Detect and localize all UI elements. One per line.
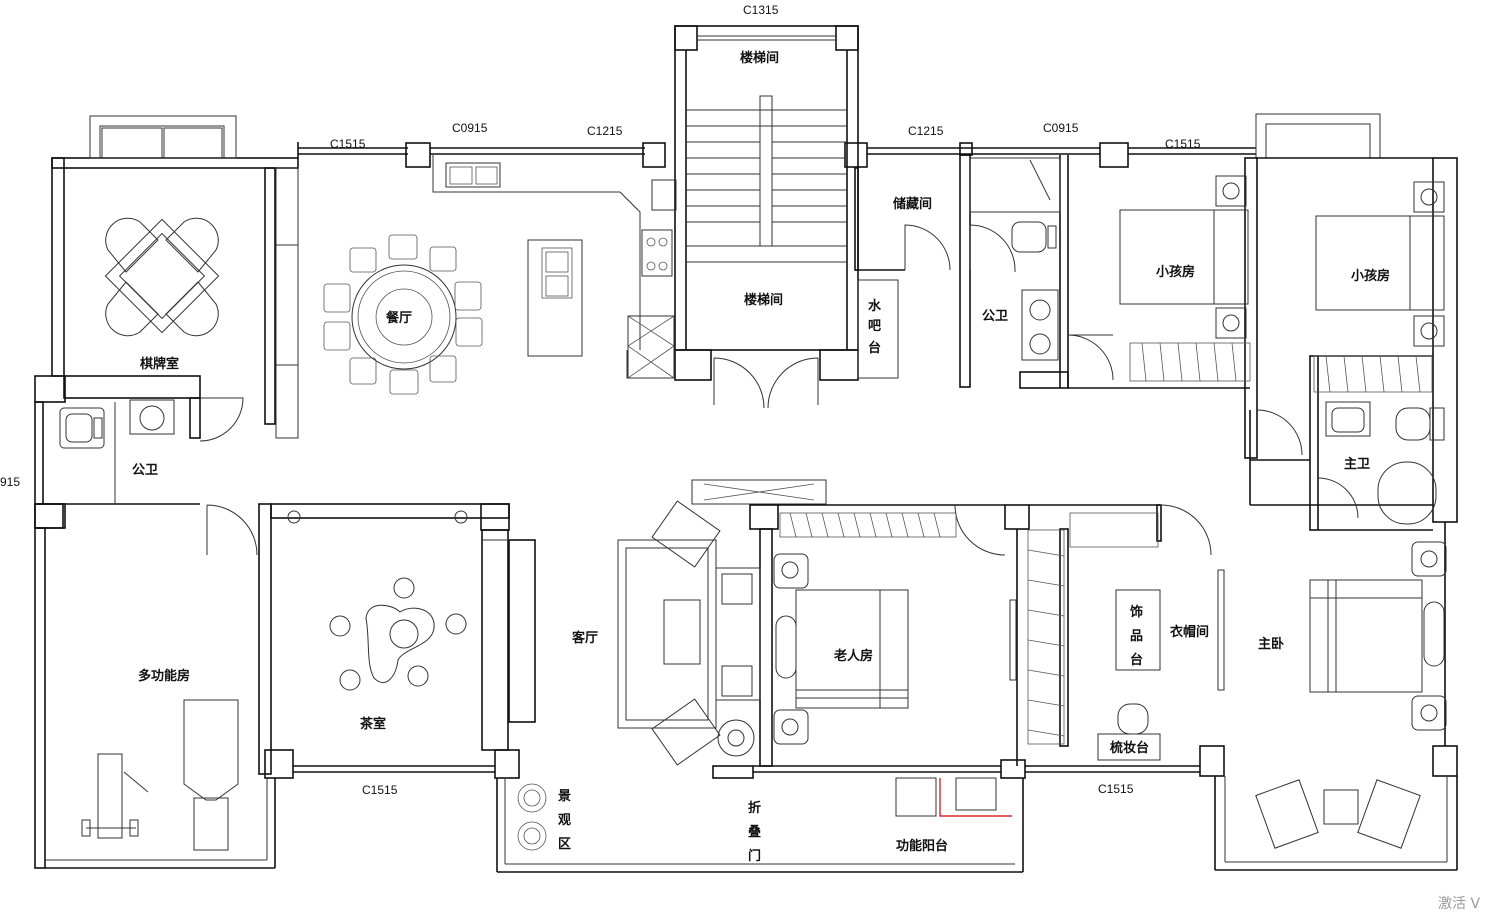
kids-beds [1119,175,1445,347]
label-landscape-1: 景 [558,789,571,804]
stairs [686,95,847,263]
master-bath-fixtures [1325,401,1445,525]
label-multi-room: 多功能房 [138,668,190,684]
window-code-top-right-3: C1515 [1165,137,1201,151]
window-code-top-left-2: C0915 [452,121,488,135]
master-bed [1097,541,1447,849]
dining-table [323,234,483,395]
wardrobes [779,342,1433,745]
room-labels: 楼梯间 楼梯间 储藏间 水 吧 台 餐厅 棋牌室 公卫 公卫 小孩房 小孩房 主… [132,50,1390,864]
left-wc-fixtures [59,399,175,449]
window-code-top-left-3: C1215 [587,124,623,138]
window-codes: C1315 C1515 C0915 C1215 C1215 C0915 C151… [0,3,1201,797]
label-water-bar-1: 水 [868,298,882,314]
exterior-walls [34,25,1458,873]
label-storage: 储藏间 [892,196,932,212]
label-dining: 餐厅 [385,310,412,326]
chess-table [104,217,220,337]
label-stairwell-top: 楼梯间 [740,50,779,66]
label-landscape-2: 观 [558,813,571,828]
label-master-bath: 主卫 [1344,456,1370,472]
label-master-bedroom: 主卧 [1258,636,1284,652]
label-utility-balcony: 功能阳台 [896,838,948,854]
label-landscape-3: 区 [558,837,571,852]
label-public-wc-right: 公卫 [982,309,1008,324]
window-code-top-center: C1315 [743,3,779,17]
window-code-bottom-right: C1515 [1098,782,1134,796]
window-code-bottom-left: C1515 [362,783,398,797]
window-code-top-left-1: C1515 [330,137,366,151]
label-water-bar-3: 台 [868,340,881,356]
doors [199,224,1359,556]
label-kids-room-1: 小孩房 [1156,264,1195,280]
interior-walls [34,154,1433,775]
label-ornament-2: 品 [1130,629,1143,644]
right-wc-fixtures [969,157,1061,361]
label-public-wc-left: 公卫 [132,463,158,478]
label-living-room: 客厅 [572,630,598,646]
label-tea-room: 茶室 [360,716,386,732]
living-room-furniture [617,500,761,766]
activation-watermark: 激活 V [1438,895,1480,912]
label-stairwell-mid: 楼梯间 [744,292,783,308]
label-ornament-1: 饰 [1130,604,1143,620]
label-dresser: 梳妆台 [1110,740,1149,756]
label-ornament-3: 台 [1130,652,1143,668]
label-kids-room-2: 小孩房 [1351,268,1390,284]
label-folding-door-2: 叠 [748,825,761,840]
landscape-plants [517,783,547,851]
window-code-top-right-1: C1215 [908,124,944,138]
label-folding-door-1: 折 [748,800,761,816]
kitchen [432,155,677,379]
label-chess-room: 棋牌室 [139,356,179,372]
label-water-bar-2: 吧 [868,319,881,334]
label-folding-door-3: 门 [748,848,761,864]
window-code-left-edge: 915 [0,475,20,489]
window-code-top-right-2: C0915 [1043,121,1079,135]
label-cloakroom: 衣帽间 [1170,624,1209,640]
label-elder-room: 老人房 [833,648,873,664]
balcony-fixtures [895,777,1012,817]
tea-set [287,510,468,691]
gym-equipment [81,699,239,851]
elder-bed [773,553,909,745]
